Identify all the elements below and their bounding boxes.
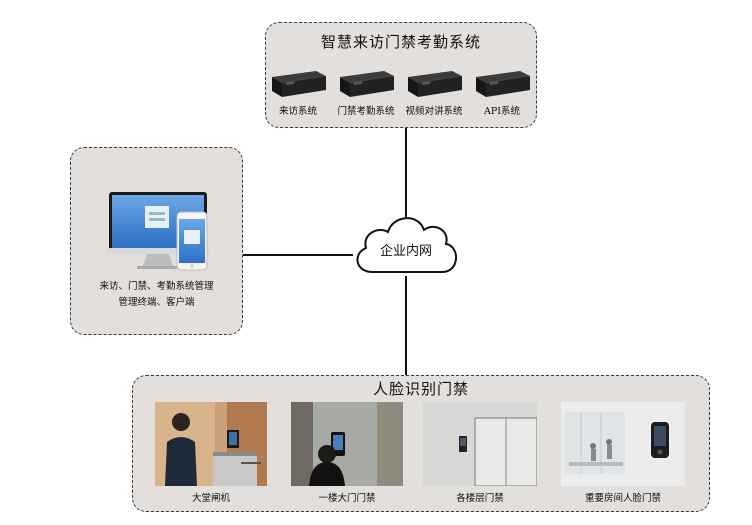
photo-label: 重要房间人脸门禁 <box>584 493 661 504</box>
server-icon <box>272 71 326 97</box>
server-icon <box>408 71 462 97</box>
turnstile-photo <box>155 402 267 486</box>
server-icon <box>476 71 530 97</box>
server-video-intercom: 视频对讲系统 <box>404 67 464 127</box>
management-group: 来访、门禁、考勤系统管理 管理终端、客户端 <box>70 147 243 335</box>
server-label: 视频对讲系统 <box>405 106 463 117</box>
connector-top <box>405 128 407 220</box>
server-label: 门禁考勤系统 <box>337 106 395 117</box>
connector-left <box>243 254 353 256</box>
main-door-photo <box>291 402 403 486</box>
system-group-title: 智慧来访门禁考勤系统 <box>320 33 481 51</box>
face-recognition-group: 人脸识别门禁 大堂闸机 一楼大门门禁 <box>132 375 710 512</box>
photo-label: 一楼大门门禁 <box>318 493 376 504</box>
photo-floor-door <box>423 402 537 486</box>
management-label-line2: 管理终端、客户端 <box>118 297 195 308</box>
system-group: 智慧来访门禁考勤系统 来访系统 门禁考勤系统 视频对讲系统 <box>265 22 537 128</box>
cloud-label: 企业内网 <box>379 244 432 259</box>
photo-label: 各楼层门禁 <box>456 493 504 504</box>
server-visitor: 来访系统 <box>268 67 328 127</box>
server-label: API系统 <box>483 106 520 117</box>
photo-main-door <box>291 402 403 486</box>
server-api: API系统 <box>472 67 532 127</box>
intranet-cloud: 企业内网 <box>350 210 462 280</box>
face-recognition-title: 人脸识别门禁 <box>372 380 469 398</box>
cloud-icon <box>356 217 457 273</box>
server-label: 来访系统 <box>278 106 317 117</box>
management-label-line1: 来访、门禁、考勤系统管理 <box>99 281 214 292</box>
room-face-access-photo <box>561 402 685 486</box>
monitor-phone-icon <box>107 192 209 271</box>
server-access-attendance: 门禁考勤系统 <box>336 67 396 127</box>
floor-door-photo <box>423 402 537 486</box>
server-icon <box>340 71 394 97</box>
photo-lobby-turnstile <box>155 402 267 486</box>
photo-label: 大堂闸机 <box>191 493 230 504</box>
photo-room-face-access <box>561 402 685 486</box>
connector-bottom <box>405 276 407 375</box>
